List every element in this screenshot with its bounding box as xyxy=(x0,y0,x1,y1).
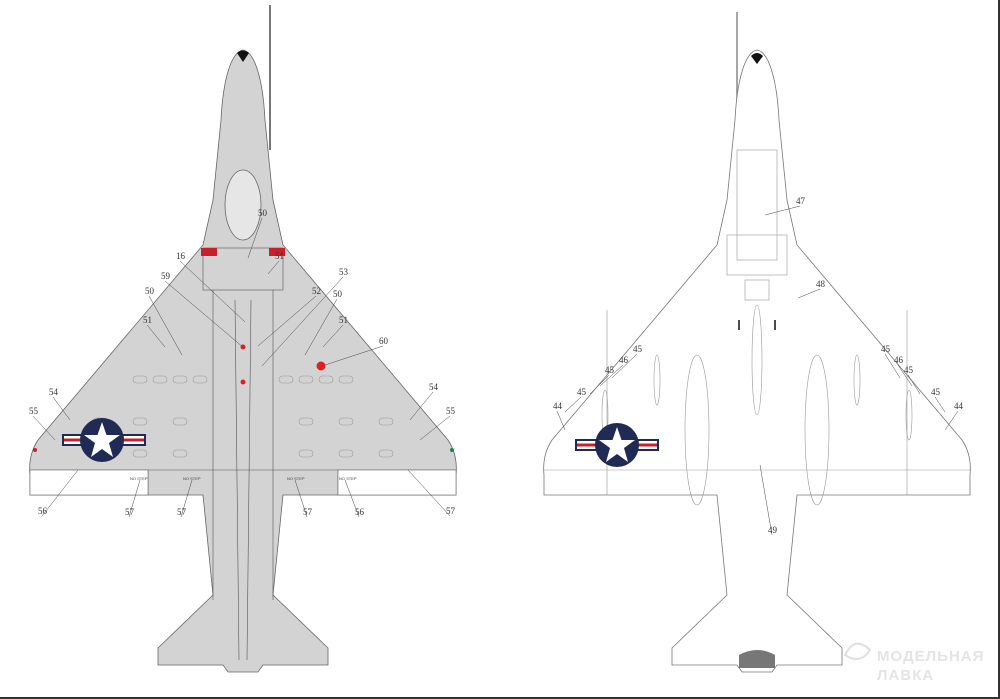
callout-number: 52 xyxy=(312,286,321,296)
intake-warning-left xyxy=(201,248,217,256)
callout-number: 55 xyxy=(29,406,39,416)
roundel-lower xyxy=(575,423,659,467)
callout-number: 55 xyxy=(446,406,456,416)
red-marker xyxy=(240,379,246,385)
upper-view-aircraft xyxy=(29,5,457,673)
callout-number: 57 xyxy=(177,507,187,517)
drop-tank-left xyxy=(684,354,710,506)
leader-line xyxy=(564,396,582,413)
callout-number: 59 xyxy=(161,271,171,281)
callout-number: 53 xyxy=(339,267,349,277)
leader-line xyxy=(322,324,344,348)
callout-number: 49 xyxy=(768,525,778,535)
callout-number: 46 xyxy=(619,355,629,365)
callout-number: 46 xyxy=(894,355,904,365)
leader-line xyxy=(267,260,280,275)
leader-line xyxy=(944,410,959,431)
watermark-logo-icon xyxy=(843,642,872,660)
leader-line xyxy=(180,479,193,518)
leader-line xyxy=(764,205,801,216)
leader-line xyxy=(897,364,913,387)
intake-warning-right xyxy=(269,248,285,256)
leader-line xyxy=(294,479,308,518)
callout-number: 54 xyxy=(49,387,59,397)
leader-line xyxy=(407,469,451,517)
leader-line xyxy=(409,391,434,421)
callout-number: 47 xyxy=(796,196,806,206)
callout-number: 57 xyxy=(446,506,456,516)
leader-line xyxy=(599,364,624,387)
watermark-line2: ЛАВКА xyxy=(877,667,934,684)
leader-line xyxy=(148,295,183,356)
callout-number: 45 xyxy=(904,365,914,375)
callout-number: 50 xyxy=(145,286,155,296)
no-step-labels: NO STEP NO STEP NO STEP NO STEP xyxy=(130,476,357,481)
leader-line xyxy=(321,345,384,367)
leader-line xyxy=(261,276,344,367)
red-marker-60 xyxy=(316,361,326,371)
no-step-label: NO STEP xyxy=(130,476,148,481)
callout-number: 44 xyxy=(553,401,563,411)
leader-line xyxy=(907,374,921,395)
leader-line xyxy=(589,374,610,395)
no-step-label: NO STEP xyxy=(183,476,201,481)
callout-number: 16 xyxy=(176,251,186,261)
leader-line xyxy=(884,353,901,379)
leader-line xyxy=(179,260,246,323)
callout-number: 45 xyxy=(605,365,615,375)
leader-line xyxy=(934,396,946,413)
callout-number: 50 xyxy=(333,289,343,299)
nav-light-green xyxy=(450,448,454,452)
callout-number: 50 xyxy=(258,208,268,218)
roundel-upper xyxy=(62,418,146,462)
leader-line xyxy=(247,217,263,259)
callout-number: 45 xyxy=(931,387,941,397)
leader-line xyxy=(344,479,360,518)
callout-number: 51 xyxy=(339,315,348,325)
callout-number: 44 xyxy=(954,401,964,411)
leader-line xyxy=(556,410,566,431)
callout-number: 45 xyxy=(633,344,643,354)
upper-callouts: 50 16 51 59 53 52 50 50 51 51 60 54 54 55 55 56 57 57 57 57… xyxy=(29,208,456,518)
nav-light-red xyxy=(33,448,37,452)
leader-line xyxy=(419,415,451,441)
callout-number: 51 xyxy=(143,315,152,325)
watermark: МОДЕЛЬНАЯ ЛАВКА xyxy=(843,642,984,684)
leader-line xyxy=(164,280,245,349)
leader-line xyxy=(759,464,773,536)
callout-number: 45 xyxy=(881,344,891,354)
drop-tank-right xyxy=(804,354,830,506)
tail-cone xyxy=(739,650,775,668)
leader-line xyxy=(611,353,638,379)
callout-number: 45 xyxy=(577,387,587,397)
callout-number: 51 xyxy=(275,251,284,261)
centerline-store xyxy=(751,304,763,416)
callout-number: 56 xyxy=(355,507,365,517)
leader-line xyxy=(257,295,317,347)
leader-line xyxy=(32,415,56,441)
callout-number: 57 xyxy=(303,507,313,517)
nose-tip xyxy=(237,50,249,62)
no-step-label: NO STEP xyxy=(287,476,305,481)
callout-number: 57 xyxy=(125,507,135,517)
canopy xyxy=(224,169,262,241)
lower-view-aircraft xyxy=(543,12,971,673)
nose-tip xyxy=(751,53,763,64)
callout-number: 54 xyxy=(429,382,439,392)
no-step-label: NO STEP xyxy=(339,476,357,481)
callout-number: 56 xyxy=(38,506,48,516)
leader-line xyxy=(52,396,71,421)
callout-number: 60 xyxy=(379,336,389,346)
leader-line xyxy=(797,288,821,299)
leader-line xyxy=(146,324,166,348)
leader-line xyxy=(304,298,338,356)
callout-number: 48 xyxy=(816,279,826,289)
leader-line xyxy=(128,479,141,518)
watermark-line1: МОДЕЛЬНАЯ xyxy=(877,648,984,665)
leader-line xyxy=(41,469,79,517)
